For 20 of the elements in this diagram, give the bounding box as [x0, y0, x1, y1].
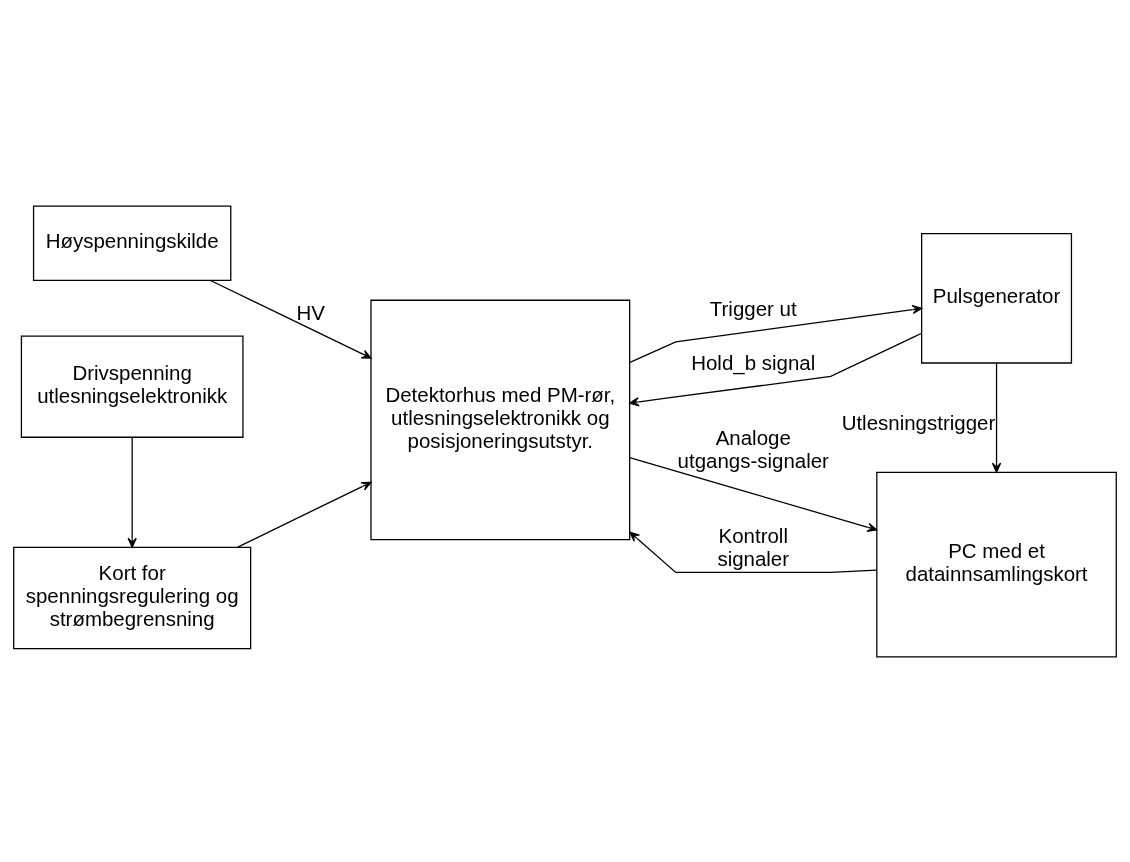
arrow — [237, 481, 372, 548]
arrow — [127, 436, 137, 548]
arrow — [629, 304, 923, 363]
node-box: Kort for spenningsregulering og strømbegrensning — [13, 546, 252, 649]
arrow — [629, 456, 878, 532]
edge-label: HV — [296, 300, 326, 324]
arrow — [209, 279, 372, 359]
node-box: Detektorhus med PM-rør, utlesningselektronikk og posisjoneringsutstyr. — [370, 299, 631, 540]
node-box: Drivspenning utlesningselektronikk — [20, 334, 244, 438]
arrow — [629, 531, 878, 573]
edge-label: Analoge utgangs-signaler — [677, 425, 829, 472]
edge-label: Trigger ut — [709, 296, 797, 320]
arrow — [629, 332, 922, 406]
edge-label: Hold_b signal — [691, 350, 816, 374]
arrow — [991, 362, 1002, 473]
edge-label: Kontroll signaler — [717, 523, 790, 570]
node-box: PC med et datainnsamlingskort — [876, 471, 1117, 657]
node-box: Pulsgenerator — [921, 232, 1073, 364]
edge-label: Utlesningstrigger — [841, 409, 996, 433]
node-box: Høyspenningskilde — [32, 205, 232, 281]
